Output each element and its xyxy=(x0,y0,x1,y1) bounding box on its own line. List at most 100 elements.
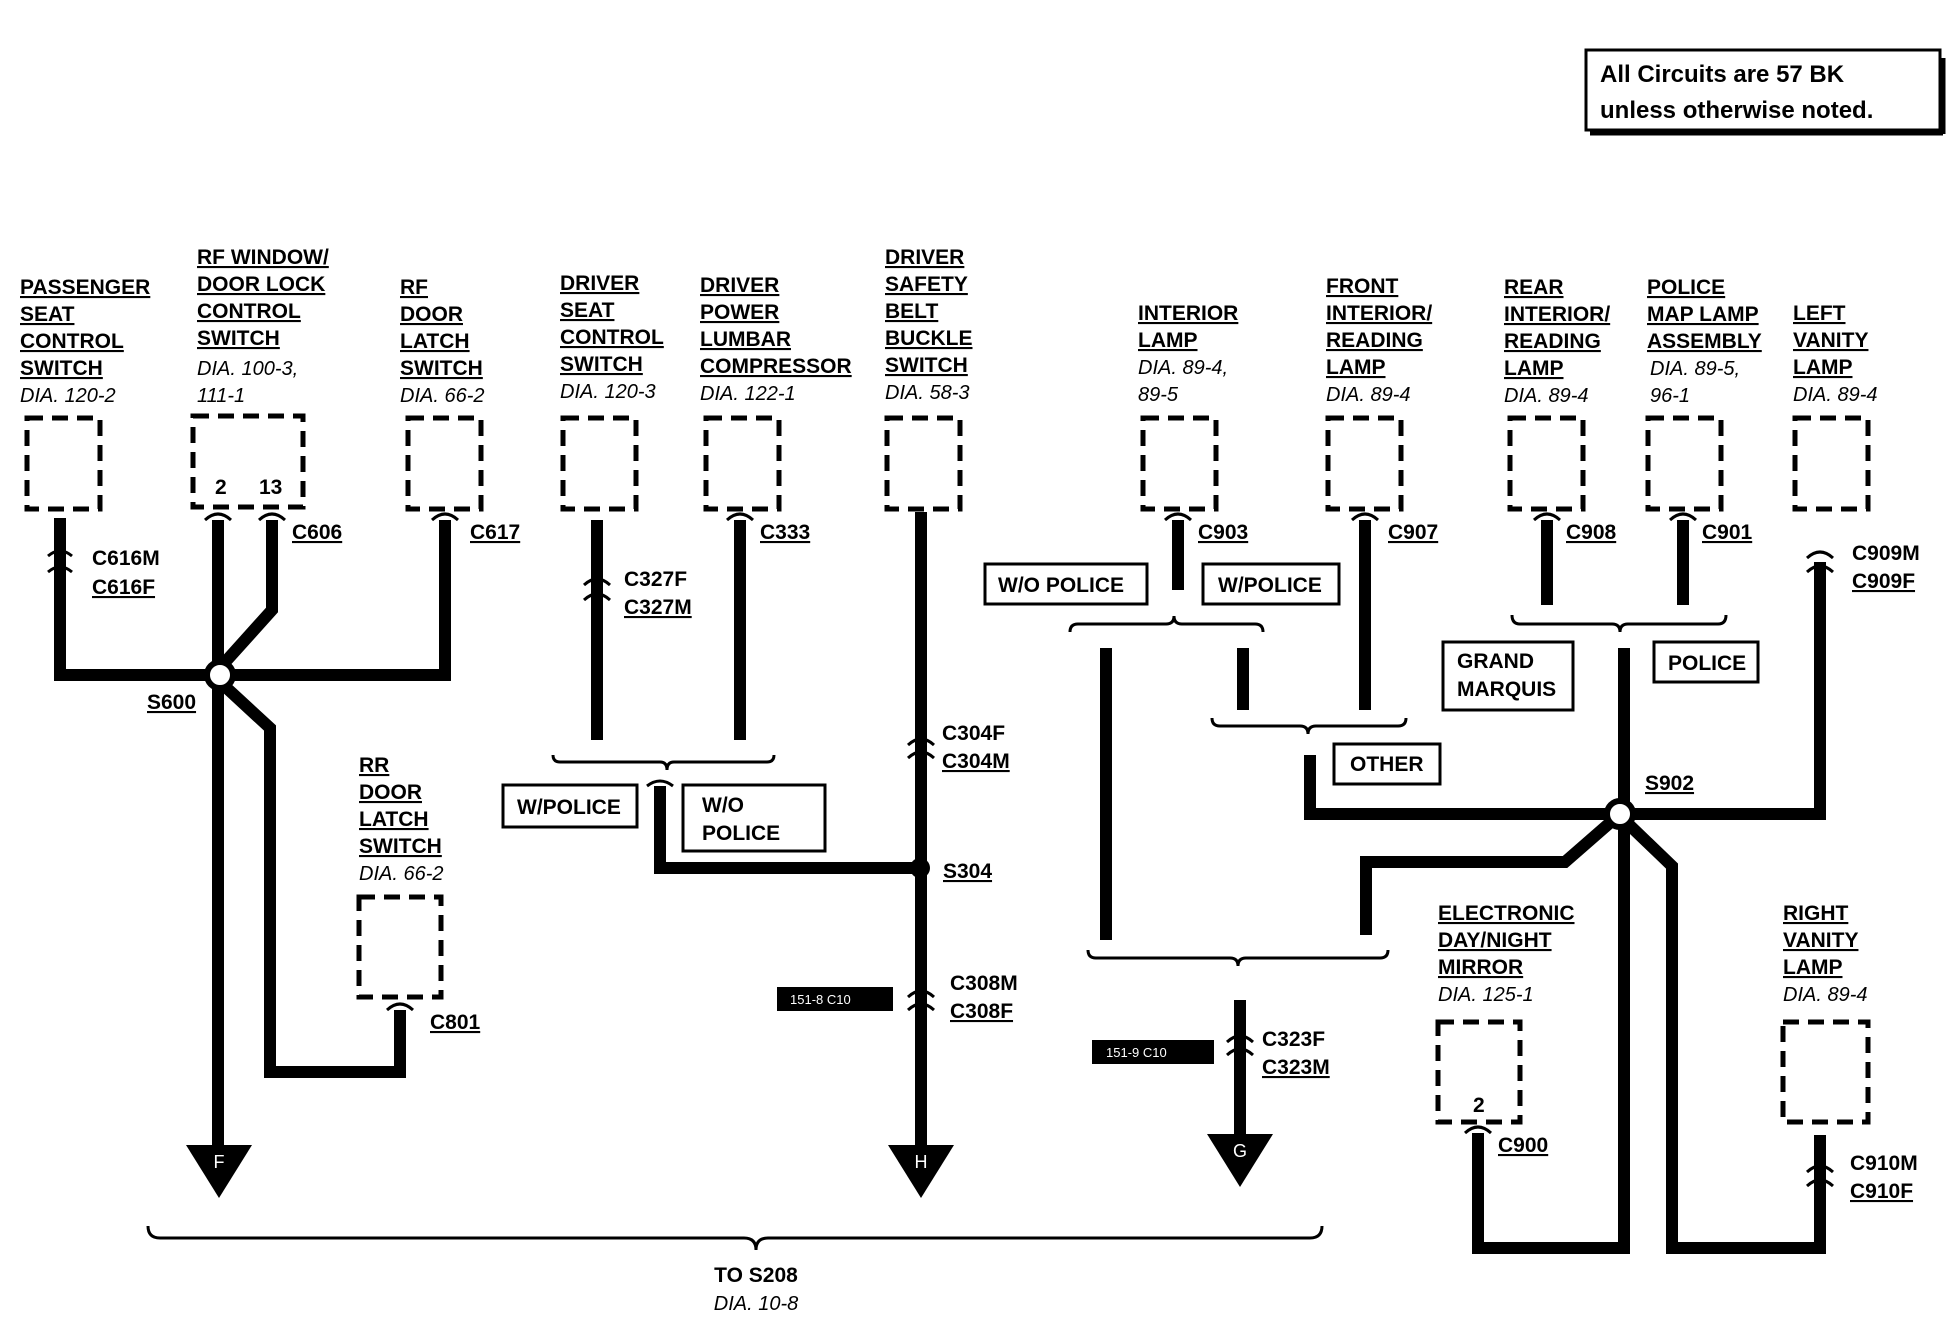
rf-door-latch-box xyxy=(405,415,484,512)
footer-dia-label: DIA. 10-8 xyxy=(714,1293,798,1315)
right-vanity-l2: VANITY xyxy=(1783,929,1858,952)
right-vanity-dia: DIA. 89-4 xyxy=(1783,984,1867,1006)
c606-mark xyxy=(203,512,287,522)
right-vanity-l1: RIGHT xyxy=(1783,902,1849,925)
c901-label: C901 xyxy=(1702,521,1753,544)
passenger-seat-l1: PASSENGER xyxy=(20,276,150,299)
police-box xyxy=(1652,640,1760,684)
c907-label: C907 xyxy=(1388,521,1438,544)
driver-seat-box xyxy=(560,415,639,512)
interior-lamp-box xyxy=(1140,415,1219,512)
rear-interior-label: REAR INTERIOR/ READING LAMP DIA. 89-4 xyxy=(1504,276,1610,407)
c333-label: C333 xyxy=(760,521,810,544)
passenger-seat-dia: DIA. 120-2 xyxy=(20,385,116,407)
front-interior-label: FRONT INTERIOR/ READING LAMP DIA. 89-4 xyxy=(1326,275,1432,406)
front-interior-dia: DIA. 89-4 xyxy=(1326,384,1410,406)
rf-window-dia1: DIA. 100-3, xyxy=(197,358,298,380)
c617-mark xyxy=(430,512,460,522)
rf-window-pin-b: 13 xyxy=(259,476,282,499)
driver-belt-l1: DRIVER xyxy=(885,246,964,269)
interior-lamp-label: INTERIOR LAMP DIA. 89-4, 89-5 xyxy=(1138,302,1238,406)
c909m-label: C909M xyxy=(1852,542,1920,565)
c801-mark xyxy=(385,1002,415,1012)
bracket-grand-police xyxy=(1510,614,1728,633)
splice-s902 xyxy=(1604,798,1636,830)
splice-s304 xyxy=(910,858,930,878)
c617-label: C617 xyxy=(470,521,520,544)
left-vanity-dia: DIA. 89-4 xyxy=(1793,384,1877,406)
c616f-label: C616F xyxy=(92,576,155,599)
driver-seat-l4: SWITCH xyxy=(560,353,643,376)
w-police-a-label: W/POLICE xyxy=(517,796,621,819)
police-map-l1: POLICE xyxy=(1647,276,1725,299)
c327f-label: C327F xyxy=(624,568,687,591)
rr-door-latch-l1: RR xyxy=(359,754,389,777)
left-vanity-l1: LEFT xyxy=(1793,302,1846,325)
electronic-mirror-l2: DAY/NIGHT xyxy=(1438,929,1552,952)
tag-151-8 xyxy=(777,987,893,1011)
rr-door-latch-box xyxy=(356,894,444,1000)
footer-to-label: TO S208 xyxy=(714,1264,798,1287)
rr-door-latch-l2: DOOR xyxy=(359,781,422,804)
driver-seat-label: DRIVER SEAT CONTROL SWITCH DIA. 120-3 xyxy=(560,272,664,403)
s902-label: S902 xyxy=(1645,772,1694,795)
bracket-other xyxy=(1210,717,1408,735)
rear-interior-box xyxy=(1507,415,1586,512)
bracket-to-s208 xyxy=(146,1225,1324,1251)
rf-window-dia2: 111-1 xyxy=(197,385,245,407)
c900-label: C900 xyxy=(1498,1134,1548,1157)
electronic-mirror-dia: DIA. 125-1 xyxy=(1438,984,1534,1006)
driver-lumbar-box xyxy=(703,415,782,512)
right-vanity-l3: LAMP xyxy=(1783,956,1843,979)
police-map-l3: ASSEMBLY xyxy=(1647,330,1762,353)
driver-belt-box xyxy=(884,415,963,512)
c801-label: C801 xyxy=(430,1011,481,1034)
other-box xyxy=(1332,742,1442,786)
tag-151-9 xyxy=(1092,1040,1214,1064)
electronic-mirror-box xyxy=(1435,1019,1523,1125)
right-vanity-box xyxy=(1780,1019,1871,1125)
grand-marquis-box xyxy=(1441,640,1575,712)
w-police-box-a xyxy=(501,783,639,829)
wires-right xyxy=(1100,520,1826,1254)
rr-door-latch-l4: SWITCH xyxy=(359,835,442,858)
grand-marquis-l2: MARQUIS xyxy=(1457,678,1556,701)
rf-window-pin-a: 2 xyxy=(215,476,227,499)
electronic-mirror-pin: 2 xyxy=(1473,1094,1485,1117)
rear-interior-l2: INTERIOR/ xyxy=(1504,303,1610,326)
left-vanity-l2: VANITY xyxy=(1793,329,1868,352)
s600-label: S600 xyxy=(147,691,196,714)
driver-belt-label: DRIVER SAFETY BELT BUCKLE SWITCH DIA. 58… xyxy=(885,246,973,404)
rf-door-latch-label: RF DOOR LATCH SWITCH DIA. 66-2 xyxy=(400,276,484,407)
rf-window-label: RF WINDOW/ DOOR LOCK CONTROL SWITCH DIA.… xyxy=(197,246,329,407)
police-map-label: POLICE MAP LAMP ASSEMBLY DIA. 89-5, 96-1 xyxy=(1647,276,1762,407)
police-map-dia2: 96-1 xyxy=(1650,385,1690,407)
bracket-interior xyxy=(1068,615,1265,633)
wo-police-a-l2: POLICE xyxy=(702,822,780,845)
police-map-l2: MAP LAMP xyxy=(1647,303,1759,326)
c616m-label: C616M xyxy=(92,547,160,570)
c323-mark xyxy=(1225,1034,1255,1057)
ground-h-arrow xyxy=(888,1145,954,1198)
passenger-seat-l4: SWITCH xyxy=(20,357,103,380)
rf-window-l1: RF WINDOW/ xyxy=(197,246,329,269)
rear-interior-l3: READING xyxy=(1504,330,1601,353)
c304m-label: C304M xyxy=(942,750,1010,773)
interior-lamp-l1: INTERIOR xyxy=(1138,302,1238,325)
c323f-label: C323F xyxy=(1262,1028,1325,1051)
w-police-box-b xyxy=(1201,562,1341,606)
c908-label: C908 xyxy=(1566,521,1617,544)
rr-door-latch-dia: DIA. 66-2 xyxy=(359,863,443,885)
wo-police-a-l1: W/O xyxy=(702,794,744,817)
driver-seat-l3: CONTROL xyxy=(560,326,664,349)
rf-window-box xyxy=(190,413,306,510)
bracket-ground-g xyxy=(1086,949,1390,967)
c910f-label: C910F xyxy=(1850,1180,1913,1203)
interior-lamp-dia2: 89-5 xyxy=(1138,384,1179,406)
wo-police-box-a xyxy=(681,783,827,853)
front-interior-l2: INTERIOR/ xyxy=(1326,302,1432,325)
right-vanity-label: RIGHT VANITY LAMP DIA. 89-4 xyxy=(1783,902,1867,1006)
front-interior-l1: FRONT xyxy=(1326,275,1398,298)
driver-belt-l5: SWITCH xyxy=(885,354,968,377)
